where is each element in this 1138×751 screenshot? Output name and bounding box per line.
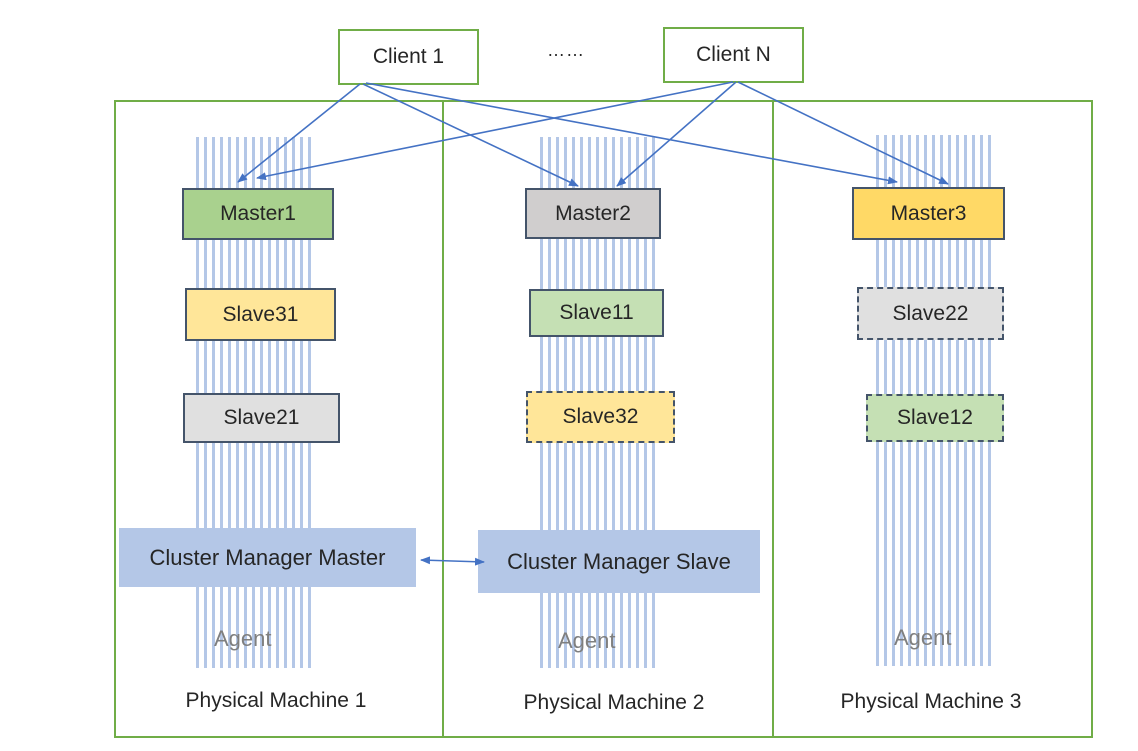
machine-label-1: Physical Machine 1 xyxy=(185,689,367,712)
slave22-node: Slave22 xyxy=(857,287,1004,340)
slave21-node: Slave21 xyxy=(183,393,340,443)
agent-label-3: Agent xyxy=(894,625,952,650)
agent-label-1: Agent xyxy=(214,626,272,651)
machine-label-3: Physical Machine 3 xyxy=(840,690,1022,713)
clients-ellipsis: …… xyxy=(547,40,585,60)
agent-label-2: Agent xyxy=(558,628,616,653)
master3-node: Master3 xyxy=(852,187,1005,240)
machine-label-2: Physical Machine 2 xyxy=(523,691,705,714)
cluster-manager-master: Cluster Manager Master xyxy=(119,528,416,587)
slave12-node: Slave12 xyxy=(866,394,1004,442)
master1-node: Master1 xyxy=(182,188,334,240)
master2-node: Master2 xyxy=(525,188,661,239)
client-n-box: Client N xyxy=(663,27,804,83)
client-1-box: Client 1 xyxy=(338,29,479,85)
slave11-node: Slave11 xyxy=(529,289,664,337)
cluster-manager-slave: Cluster Manager Slave xyxy=(478,530,760,593)
slave31-node: Slave31 xyxy=(185,288,336,341)
slave32-node: Slave32 xyxy=(526,391,675,443)
